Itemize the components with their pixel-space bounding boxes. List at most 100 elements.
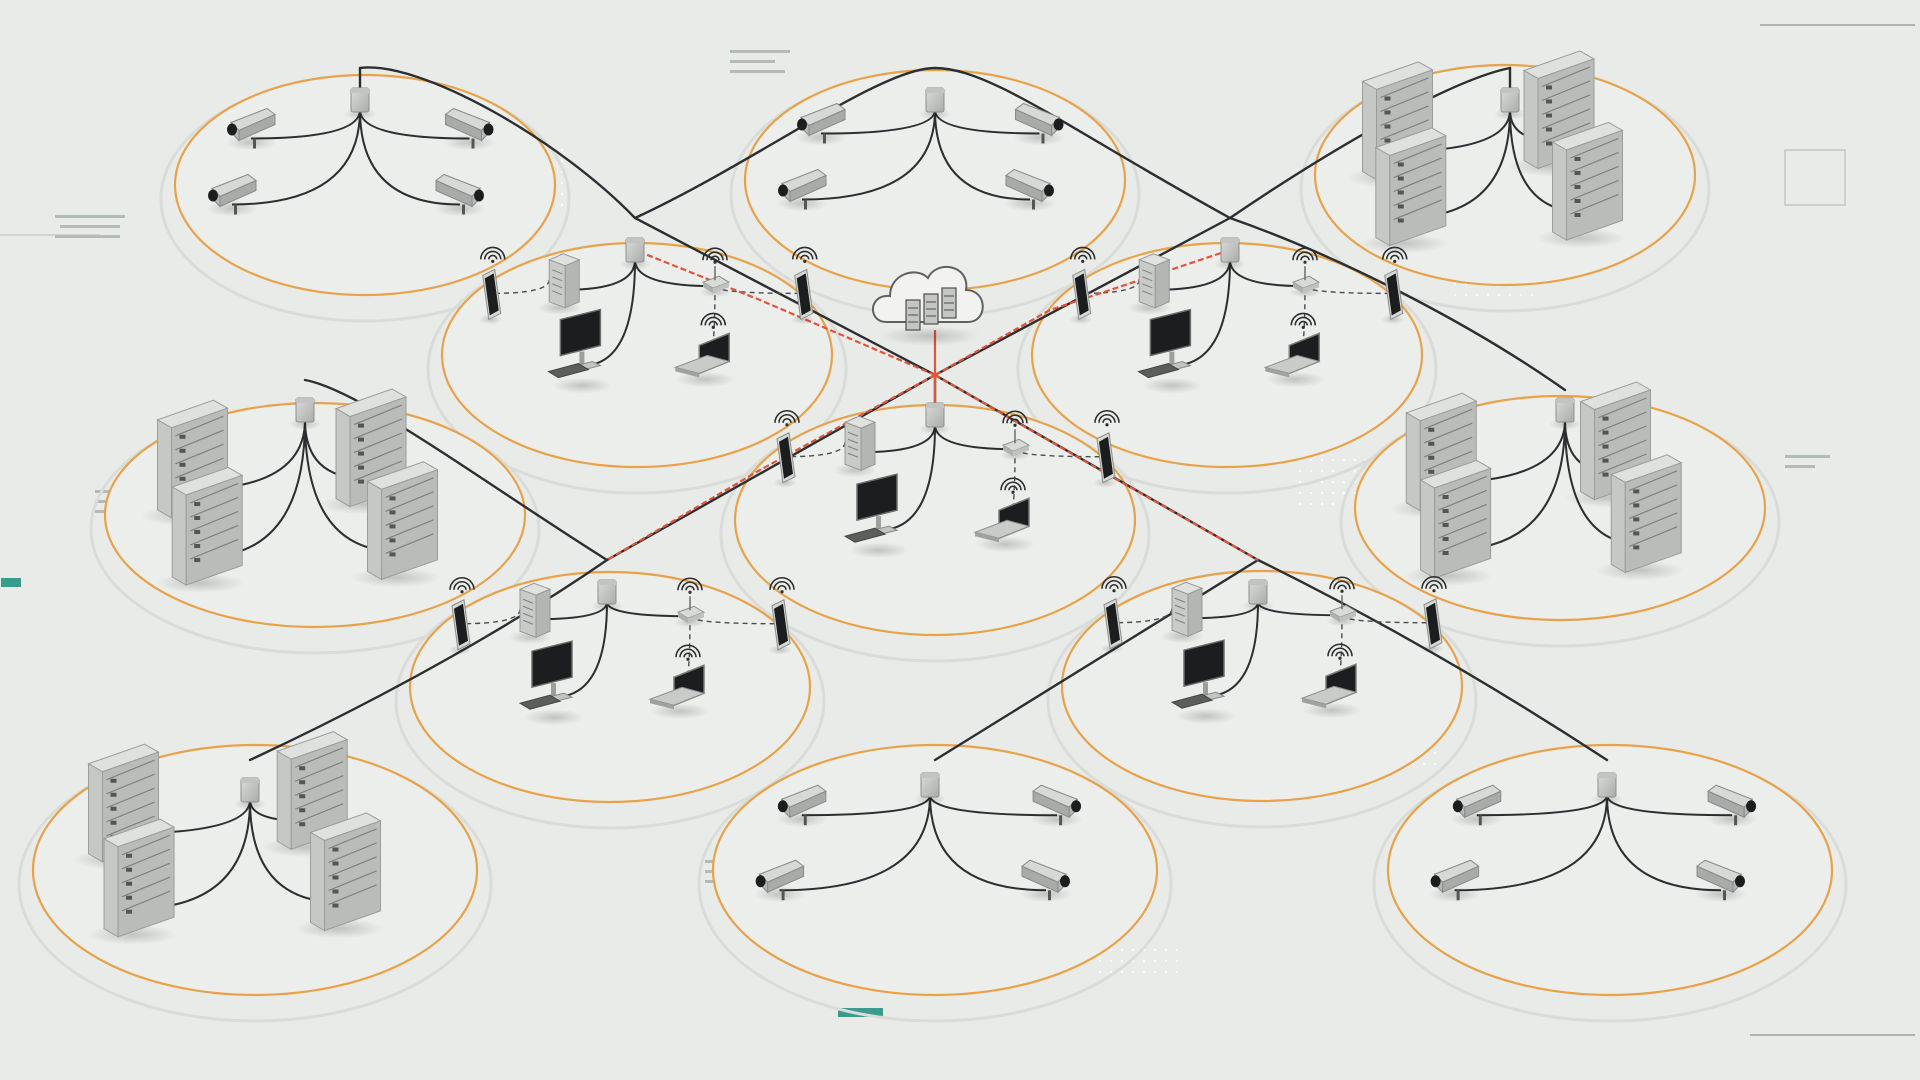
wifi-signal-icon xyxy=(1101,575,1127,593)
network-switch-icon xyxy=(1494,87,1526,120)
hud-dot xyxy=(1342,491,1346,495)
wifi-router-icon xyxy=(674,577,706,628)
hud-dot xyxy=(1331,469,1335,473)
device-cable xyxy=(934,109,1031,201)
smartphone-icon xyxy=(448,576,475,655)
hud-dot xyxy=(1175,948,1179,952)
cluster-devices xyxy=(71,50,1759,945)
smartphone-icon xyxy=(1100,575,1127,654)
hud-dot xyxy=(1411,762,1415,766)
security-camera-icon xyxy=(225,107,277,151)
server-rack-icon xyxy=(1359,127,1449,254)
server-rack-icon xyxy=(350,461,441,588)
laptop-icon xyxy=(1263,312,1326,388)
hud-dot xyxy=(1120,948,1124,952)
monitor-icon xyxy=(1170,639,1236,725)
wifi-signal-icon xyxy=(1094,409,1120,427)
device-cable xyxy=(1454,794,1608,892)
hud-dot xyxy=(1453,293,1457,297)
wireless-link xyxy=(784,442,846,458)
hud-text-line xyxy=(730,50,790,53)
security-camera-icon xyxy=(1031,784,1084,828)
hud-dot xyxy=(1331,458,1335,462)
wifi-router-icon xyxy=(999,410,1031,461)
desktop-tower-icon xyxy=(508,582,552,645)
wifi-signal-icon xyxy=(1002,410,1028,427)
smartphone-icon xyxy=(768,576,795,655)
security-camera-icon xyxy=(434,173,486,217)
hud-dot xyxy=(1320,491,1324,495)
laptop-icon xyxy=(973,477,1035,553)
wifi-signal-icon xyxy=(1000,477,1026,494)
network-switch-icon xyxy=(919,402,951,435)
hud-dot xyxy=(1109,948,1113,952)
hud-dot xyxy=(1142,959,1146,963)
hud-dot xyxy=(1153,948,1157,952)
network-switch-icon xyxy=(914,772,946,805)
hud-dot xyxy=(1353,458,1357,462)
network-switch-icon xyxy=(591,579,623,612)
server-rack-icon xyxy=(1345,61,1436,188)
wifi-signal-icon xyxy=(774,409,800,427)
server-rack-icon xyxy=(1403,459,1494,586)
wifi-signal-icon xyxy=(702,247,728,264)
hud-dot xyxy=(1331,491,1335,495)
hud-dot xyxy=(1153,959,1157,963)
monitor-icon xyxy=(843,473,909,559)
device-cable xyxy=(929,794,1047,892)
network-switch-icon xyxy=(289,397,321,430)
monitor-icon xyxy=(547,308,613,394)
hud-dot xyxy=(1464,293,1468,297)
hud-dot xyxy=(1309,469,1313,473)
device-cable xyxy=(1606,794,1722,892)
smartphone-icon xyxy=(1093,409,1120,488)
hud-dot xyxy=(1331,480,1335,484)
device-cable xyxy=(779,794,931,892)
wifi-signal-icon xyxy=(675,644,701,661)
hud-dot xyxy=(1120,970,1124,974)
wifi-signal-icon xyxy=(479,246,506,263)
hud-dot xyxy=(1433,751,1437,755)
hud-dot xyxy=(1098,970,1102,974)
hud-dot xyxy=(1342,458,1346,462)
hud-dot xyxy=(1109,970,1113,974)
hud-dot xyxy=(1353,469,1357,473)
wireless-link xyxy=(459,609,521,625)
wifi-signal-icon xyxy=(1327,643,1353,660)
smartphone-icon xyxy=(1420,575,1447,654)
hud-dot xyxy=(1433,762,1437,766)
wireless-link xyxy=(490,279,550,295)
hud-dot xyxy=(1331,502,1335,506)
cable-trunk-ne-a xyxy=(933,66,1232,220)
security-camera-icon xyxy=(1020,859,1072,903)
hud-dot xyxy=(1453,282,1457,286)
hud-dot xyxy=(560,181,564,185)
wifi-signal-icon xyxy=(700,312,727,329)
security-camera-icon xyxy=(795,102,847,146)
hud-dot xyxy=(1175,959,1179,963)
device-cable xyxy=(359,109,461,206)
wifi-signal-icon xyxy=(449,576,475,594)
cluster-ring-office-lower-left xyxy=(394,570,826,830)
hud-dot xyxy=(1422,762,1426,766)
security-camera-icon xyxy=(776,168,828,212)
hud-dot xyxy=(1320,469,1324,473)
hud-dot xyxy=(1486,293,1490,297)
cloud-link-3 xyxy=(606,374,936,561)
hud-dot xyxy=(1298,491,1302,495)
wifi-signal-icon xyxy=(1381,246,1408,263)
cloud-links xyxy=(606,248,1259,561)
hud-dot xyxy=(560,192,564,196)
network-switch-icon xyxy=(1242,579,1274,612)
wifi-signal-icon xyxy=(1292,247,1318,264)
hud-dot xyxy=(1164,948,1168,952)
security-camera-icon xyxy=(1450,784,1503,828)
cable-right xyxy=(1228,216,1567,392)
hud-text-line xyxy=(730,70,785,73)
cable-mid-left xyxy=(303,373,937,562)
hud-dot xyxy=(1164,970,1168,974)
wifi-signal-icon xyxy=(1069,246,1096,263)
wifi-signal-icon xyxy=(1329,576,1355,593)
wifi-signal-icon xyxy=(1290,312,1317,329)
hud-text-line xyxy=(1785,455,1830,458)
